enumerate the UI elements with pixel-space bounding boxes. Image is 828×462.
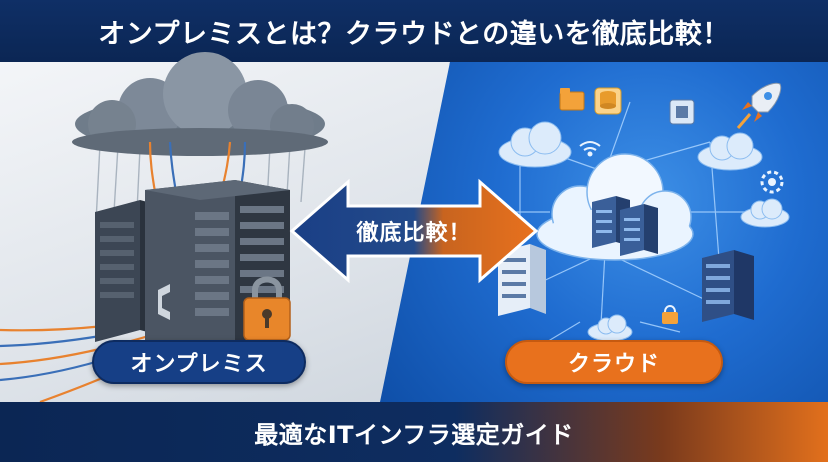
- server-left-icon: [498, 244, 546, 316]
- title-banner: オンプレミスとは？クラウドとの違いを徹底比較！: [0, 0, 828, 62]
- padlock-icon: [243, 276, 291, 341]
- folder-icon: [559, 88, 585, 111]
- on-premise-label: オンプレミス: [92, 340, 306, 384]
- comparison-arrow: 徹底比較！: [289, 178, 539, 284]
- page-title: オンプレミスとは？クラウドとの違いを徹底比較！: [98, 18, 730, 50]
- gear-icon: [760, 170, 784, 194]
- chip-icon: [669, 99, 695, 125]
- small-cloud-icon: [498, 121, 790, 342]
- cloud-label: クラウド: [505, 340, 723, 384]
- double-arrow-icon: [289, 178, 539, 284]
- subtitle-banner: 最適なITインフラ選定ガイド: [0, 402, 828, 462]
- on-premise-illustration: [0, 52, 328, 404]
- cloud-illustration: [498, 82, 790, 353]
- storm-cloud-icon: [72, 52, 328, 156]
- lock-small-icon: [662, 305, 678, 324]
- database-icon: [594, 87, 622, 115]
- server-icon: [592, 196, 658, 256]
- subtitle: 最適なITインフラ選定ガイド: [254, 420, 574, 449]
- server-right-icon: [702, 250, 754, 322]
- rocket-icon: [736, 82, 782, 129]
- logo-icon: [158, 284, 170, 320]
- wifi-icon: [579, 141, 601, 157]
